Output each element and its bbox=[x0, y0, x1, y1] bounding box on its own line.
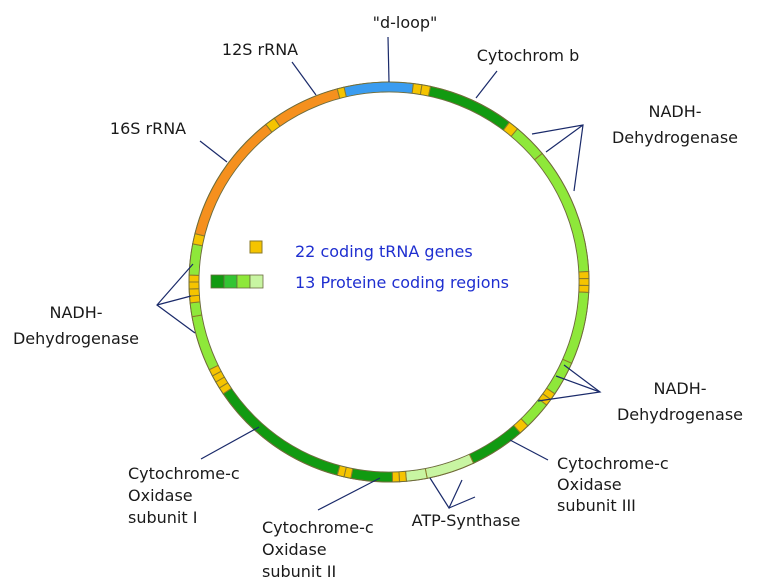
legend-protein-swatch-light bbox=[236, 274, 251, 289]
nadh-left-label-line1: NADH- bbox=[49, 303, 102, 322]
legend-trna-swatch bbox=[249, 240, 263, 254]
cox2-label-line3: subunit II bbox=[262, 562, 336, 581]
leader-lines bbox=[156, 36, 602, 511]
nadh-left-label-line2: Dehydrogenase bbox=[13, 329, 139, 348]
nadh-lower-label-line2: Dehydrogenase bbox=[617, 405, 743, 424]
cox1-label-line1: Cytochrome-c bbox=[128, 464, 240, 483]
cox3-label-line2: Oxidase bbox=[557, 475, 622, 494]
rrna-12s-label: 12S rRNA bbox=[222, 40, 298, 59]
ring-segment-trna bbox=[188, 274, 200, 283]
ring-segment-trna bbox=[578, 278, 590, 286]
ring-segment-trna bbox=[391, 471, 400, 483]
ring-segment-trna bbox=[578, 284, 590, 293]
nadh-left-leader-b bbox=[156, 295, 192, 306]
nadh-lower-leader-b bbox=[555, 375, 601, 393]
cox3-label-line3: subunit III bbox=[557, 496, 636, 515]
rrna-12s-leader bbox=[291, 61, 317, 96]
legend-protein-swatch-dark bbox=[210, 274, 225, 289]
legend-protein-label: 13 Proteine coding regions bbox=[295, 273, 509, 292]
ring-segment-trna bbox=[188, 281, 200, 290]
cox3-label-line1: Cytochrome-c bbox=[557, 454, 669, 473]
d-loop-label: "d-loop" bbox=[373, 13, 438, 32]
nadh-right-label-line2: Dehydrogenase bbox=[612, 128, 738, 147]
legend: 22 coding tRNA genes 13 Proteine coding … bbox=[210, 240, 509, 292]
ring-inner-outline bbox=[198, 91, 580, 473]
rrna-16s-label: 16S rRNA bbox=[110, 119, 186, 138]
cytochrom-b-leader bbox=[475, 70, 498, 99]
nadh-lower-label-line1: NADH- bbox=[653, 379, 706, 398]
cox1-leader bbox=[200, 426, 260, 460]
atp-leader-b bbox=[448, 496, 476, 509]
atp-leader-a bbox=[429, 477, 463, 510]
nadh-right-label-line1: NADH- bbox=[648, 102, 701, 121]
d-loop-leader bbox=[387, 36, 390, 83]
ring-segment-trna bbox=[578, 271, 590, 280]
cox3-leader bbox=[509, 439, 549, 461]
gene-labels: "d-loop" Cytochrom b 12S rRNA 16S rRNA N… bbox=[13, 13, 743, 581]
ring-segment-trna bbox=[398, 470, 407, 483]
cox2-leader bbox=[317, 477, 381, 511]
atp-synthase-label: ATP-Synthase bbox=[412, 511, 521, 530]
legend-protein-swatch bbox=[210, 274, 264, 289]
legend-protein-swatch-mid bbox=[223, 274, 238, 289]
cox1-label-line3: subunit I bbox=[128, 508, 197, 527]
cox2-label-line1: Cytochrome-c bbox=[262, 518, 374, 537]
legend-trna-label: 22 coding tRNA genes bbox=[295, 242, 473, 261]
cox2-label-line2: Oxidase bbox=[262, 540, 327, 559]
ring-segment-trna bbox=[188, 288, 200, 297]
rrna-16s-leader bbox=[199, 140, 228, 163]
cytochrom-b-label: Cytochrom b bbox=[477, 46, 579, 65]
cox1-label-line2: Oxidase bbox=[128, 486, 193, 505]
nadh-right-leader-b bbox=[545, 124, 584, 153]
legend-protein-swatch-pale bbox=[249, 274, 264, 289]
